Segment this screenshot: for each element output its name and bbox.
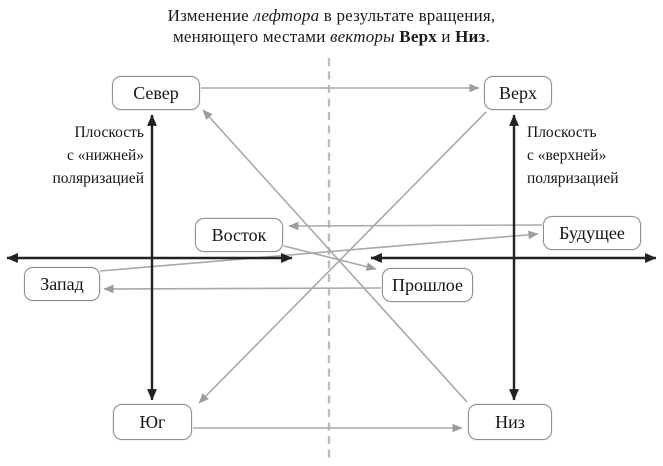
figure-title-line2: меняющего местами векторы Верх и Низ. [0,26,663,47]
node-budushchee: Будущее [543,216,641,250]
node-label: Низ [495,411,525,432]
node-label: Запад [40,273,84,294]
node-label: Прошлое [391,274,464,295]
node-zapad: Запад [24,267,100,301]
node-verh: Верх [484,76,552,110]
node-label: Юг [139,411,166,432]
node-label: Верх [499,82,537,103]
map-line-zapad-to-budushchee [99,230,539,272]
title-text: . [485,27,491,46]
title-vector-down: Низ [455,27,486,46]
figure-title: Изменение лефтора в результате вращения,… [0,5,663,47]
map-line-verh-to-yug [198,111,487,404]
node-yug: Юг [113,404,192,440]
map-line-vostok-to-proshloe [283,245,377,271]
node-label: Будущее [559,222,625,243]
plane-label-right: Плоскость с «верхней» поляризацией [527,124,619,187]
plane-label-left: Плоскость с «нижней» поляризацией [52,124,144,187]
title-vector-up: Верх [399,27,437,46]
title-text: Изменение [167,6,254,25]
map-line-budushchee-to-vostok [288,221,543,231]
map-line-niz-to-sever [202,109,468,403]
node-vostok: Восток [195,218,283,252]
node-label: Восток [211,224,267,245]
figure-title-line1: Изменение лефтора в результате вращения, [0,5,663,26]
title-term-vectors: векторы [329,27,395,46]
node-label: Север [133,82,179,103]
node-sever: Север [112,76,200,110]
title-term-leftor: лефтора [253,6,320,25]
map-line-proshloe-to-zapad [103,284,382,294]
title-text: в результате вращения, [319,6,496,25]
title-text: и [436,27,456,46]
title-text: меняющего местами [172,27,330,46]
node-niz: Низ [468,404,552,440]
node-proshloe: Прошлое [382,268,473,302]
